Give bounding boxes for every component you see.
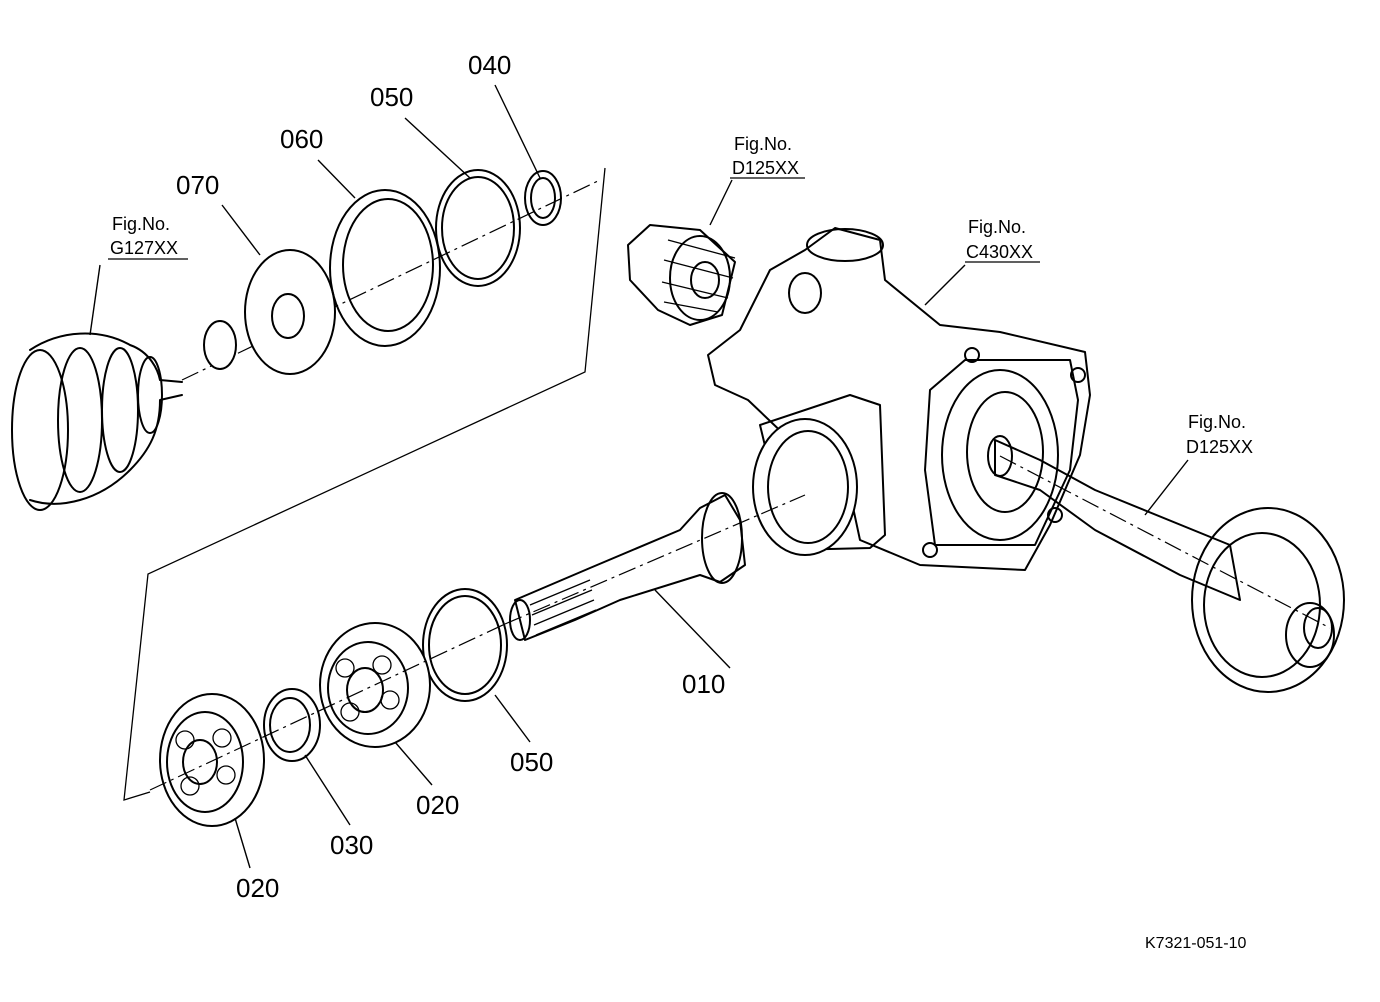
part-070-washer [244, 249, 336, 375]
fig-ref-d125-top-caption: Fig.No. [734, 134, 792, 154]
lower-center-axis [149, 623, 506, 791]
small-ring [203, 320, 237, 370]
part-010-shaft [504, 492, 806, 641]
part-030-collar [263, 688, 321, 762]
fig-ref-g127-caption: Fig.No. [112, 214, 170, 234]
callout-050-top: 050 [370, 82, 413, 112]
part-050-ring-top [435, 169, 521, 287]
part-020-bearing-lower [159, 693, 265, 827]
callout-040: 040 [468, 50, 511, 80]
drawing-code: K7321-051-10 [1145, 935, 1247, 952]
gear-housing [707, 227, 1091, 571]
fig-ref-c430-code: C430XX [966, 242, 1033, 262]
bevel-gear-top [627, 224, 736, 326]
callout-070: 070 [176, 170, 219, 200]
callout-010: 010 [682, 669, 725, 699]
part-040-circlip [524, 170, 562, 226]
fig-ref-d125-right-code: D125XX [1186, 437, 1253, 457]
callout-020-lower: 020 [236, 873, 279, 903]
fig-ref-d125-right-caption: Fig.No. [1188, 412, 1246, 432]
leader-lines [89, 84, 1189, 869]
callout-020-upper: 020 [416, 790, 459, 820]
part-050-ring-bottom [422, 588, 508, 702]
group-outline [123, 167, 606, 801]
fig-ref-d125-top-code: D125XX [732, 158, 799, 178]
fig-ref-g127-code: G127XX [110, 238, 178, 258]
right-shaft-gear [987, 435, 1345, 693]
callout-060: 060 [280, 124, 323, 154]
callout-050-bottom: 050 [510, 747, 553, 777]
callout-030: 030 [330, 830, 373, 860]
fig-ref-c430-caption: Fig.No. [968, 217, 1026, 237]
part-060-snap-ring [329, 189, 441, 347]
